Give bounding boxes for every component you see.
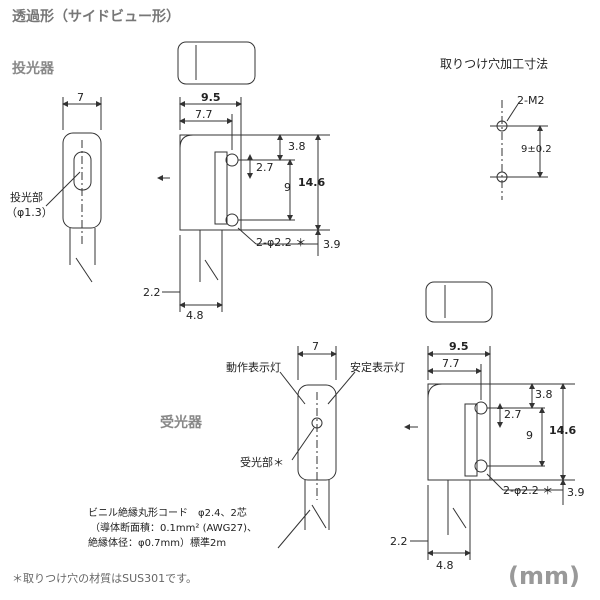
receiver-top-offset: 3.8 [535, 388, 553, 401]
receiver-front-width: 7 [312, 340, 319, 353]
receiver-width-total: 9.5 [449, 340, 469, 353]
receiver-front-view [277, 346, 356, 549]
emitter-top-offset: 3.8 [288, 140, 306, 153]
unit-label: (mm) [508, 562, 580, 590]
receiver-heading: 受光器 [160, 415, 202, 431]
cable-note-line3: 絶縁体径：φ0.7mm）標準2m [88, 538, 227, 549]
emitter-side-view [157, 41, 330, 312]
emitter-width-inner: 7.7 [195, 108, 213, 121]
mounting-hole-label: 2-M2 [517, 94, 545, 107]
emitter-cord-width: 4.8 [186, 309, 204, 322]
cable-note-line1: ビニル絶縁丸形コード φ2.4、2芯 [88, 508, 247, 519]
emitter-height: 14.6 [298, 176, 326, 189]
page-title: 透過形（サイドビュー形） [12, 9, 180, 25]
receiver-cord-offset: 2.2 [390, 535, 408, 548]
receiver-hole-spec: 2-φ2.2 ＊ [503, 484, 554, 497]
receiver-op-indicator: 動作表示灯 [226, 361, 281, 374]
emitter-width-total: 9.5 [201, 91, 221, 104]
emitter-hole-dia-small: 2.7 [256, 161, 274, 174]
receiver-hole-pitch: 9 [526, 429, 533, 442]
receiver-cord-width: 4.8 [436, 559, 454, 572]
footnote: ＊取りつけ穴の材質はSUS301です。 [12, 572, 198, 585]
receiver-hole-dia-small: 2.7 [504, 408, 522, 421]
mounting-title: 取りつけ穴加工寸法 [440, 57, 549, 71]
emitter-heading: 投光器 [12, 61, 54, 77]
cable-note-line2: （導体断面積：0.1mm² (AWG27)、 [90, 523, 258, 534]
mounting-pitch: 9±0.2 [521, 144, 552, 155]
mounting-hole-pattern [490, 100, 548, 200]
receiver-width-inner: 7.7 [442, 357, 460, 370]
emitter-cord-offset: 2.2 [143, 286, 161, 299]
emitter-lens-dia: （φ1.3） [6, 206, 53, 219]
emitter-hole-pitch: 9 [284, 181, 291, 194]
receiver-part-label: 受光部＊ [240, 456, 284, 469]
receiver-bottom: 3.9 [567, 486, 585, 499]
emitter-front-width: 7 [77, 91, 84, 104]
emitter-hole-spec: 2-φ2.2 ＊ [256, 236, 307, 249]
receiver-side-view [404, 281, 575, 560]
emitter-bottom: 3.9 [323, 238, 341, 251]
emitter-lens-label: 投光部 [10, 191, 43, 204]
receiver-height: 14.6 [549, 424, 577, 437]
emitter-front-view [45, 97, 102, 283]
receiver-stab-indicator: 安定表示灯 [350, 361, 405, 374]
